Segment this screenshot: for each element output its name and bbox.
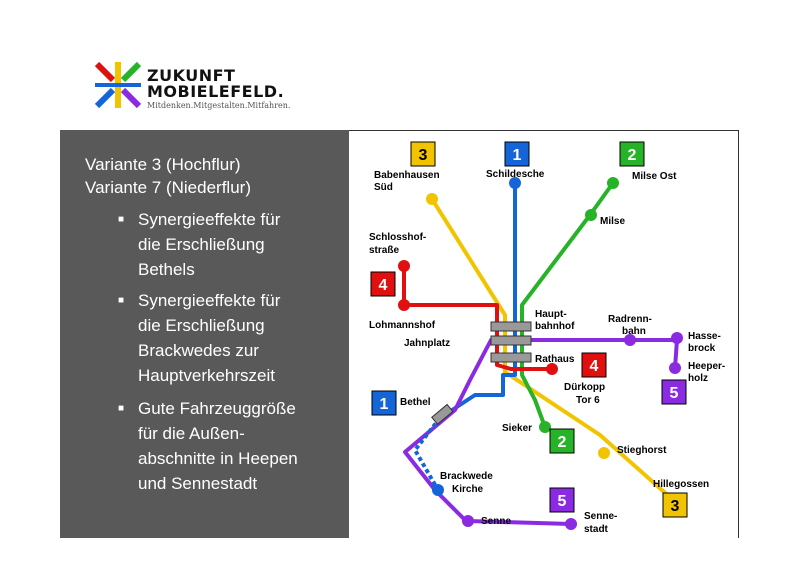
bullet-2-line-4: Hauptverkehrszeit [138,366,276,385]
station-dot-milse-ost [607,177,619,189]
label-heeperholz: Heeper- holz [688,361,728,384]
svg-text:4: 4 [590,358,599,375]
bullet-3-line-3: abschnitte in Heepen [138,449,298,468]
bullet-text-3: Gute Fahrzeuggröße für die Außen- abschn… [138,396,343,496]
bullet-1-line-3: Bethels [138,260,195,279]
svg-text:1: 1 [380,396,389,413]
label-hillegossen: Hillegossen [653,479,709,490]
svg-text:5: 5 [558,493,567,510]
logo-line1: ZUKUNFT [147,66,236,85]
label-bethel: Bethel [400,397,431,408]
label-lohmannshof: Lohmannshof [369,320,436,331]
line-badge-2-top: 2 [619,141,645,167]
label-sennestadt: Senne- stadt [584,511,620,535]
variant-title-1: Variante 3 (Hochflur) [85,155,241,174]
logo-mark-icon [93,60,143,110]
bullet-text-2: Synergieeffekte für die Erschließung Bra… [138,288,343,388]
station-dot-duerkopp [546,363,558,375]
logo-line2: MOBIELEFELD. [147,82,285,101]
bullet-2-line-2: die Erschließung [138,316,265,335]
label-babenhausen: Babenhausen Süd [374,170,442,193]
svg-text:3: 3 [419,147,428,164]
station-dot-stieghorst [598,447,610,459]
label-schildesche: Schildesche [486,169,545,180]
stop-bar-bethel [431,403,454,425]
bullet-icon: ■ [118,403,125,414]
line-3-route [430,197,674,501]
line-badge-1-top: 1 [504,141,530,167]
label-milse: Milse [600,216,625,227]
line-badge-5-right: 5 [661,379,687,405]
svg-text:4: 4 [379,277,388,294]
line-1-dashed-extension [412,416,442,491]
station-dot-schlosshof [398,260,410,272]
label-duerkopp: Dürkopp Tor 6 [564,382,608,406]
label-sieker: Sieker [502,423,532,434]
station-dot-heeperholz [669,362,681,374]
label-senne: Senne [481,516,511,527]
line-1-route [438,180,517,420]
station-dot-lohmannshof [398,299,410,311]
stop-bar-rathaus [490,352,532,363]
map-frame-right [738,130,739,538]
svg-text:2: 2 [558,434,567,451]
label-rathaus: Rathaus [535,354,575,365]
label-jahnplatz: Jahnplatz [404,338,450,349]
bullet-icon: ■ [118,214,125,225]
logo: ZUKUNFT MOBIELEFELD. Mitdenken.Mitgestal… [93,60,313,116]
line-badge-5-bottom: 5 [549,487,575,513]
bullet-text-1: Synergieeffekte für die Erschließung Bet… [138,207,343,282]
station-dot-hassebrock [671,332,683,344]
bullet-2-line-1: Synergieeffekte für [138,291,281,310]
bullet-3-line-1: Gute Fahrzeuggröße [138,399,296,418]
label-milse-ost: Milse Ost [632,171,677,182]
stop-bar-hauptbahnhof [490,321,532,332]
stop-bar-jahnplatz [490,335,532,346]
variant-title-2: Variante 7 (Niederflur) [85,178,251,197]
station-dot-milse [585,209,597,221]
label-hassebrock: Hasse- brock [688,331,724,354]
label-brackwede: Brackwede Kirche [440,471,496,495]
station-labels: Babenhausen Süd Schildesche Milse Ost Mi… [369,169,728,535]
label-hauptbahnhof: Haupt- bahnhof [535,309,575,332]
line-5-sennestadt-branch [467,519,572,526]
map-frame-top [349,130,739,131]
svg-text:5: 5 [670,385,679,402]
bullet-icon: ■ [118,295,125,306]
line-4-route [402,264,554,371]
svg-text:3: 3 [671,498,680,515]
logo-tagline: Mitdenken.Mitgestalten.Mitfahren. [147,101,291,110]
svg-text:1: 1 [513,147,522,164]
line-badge-4-left: 4 [370,271,396,297]
label-stieghorst: Stieghorst [617,445,667,456]
line-5-route [403,338,679,522]
station-dot-brackwede [432,484,444,496]
station-dot-sieker [539,421,551,433]
station-dot-schildesche [509,177,521,189]
bullet-1-line-1: Synergieeffekte für [138,210,281,229]
line-badge-1-left: 1 [371,390,397,416]
line-badge-3-bottom: 3 [662,492,688,518]
line-badge-3-top: 3 [410,141,436,167]
label-radrennbahn: Radrenn- bahn [608,314,655,337]
line-badge-2-bottom: 2 [549,428,575,454]
bullet-2-line-3: Brackwedes zur [138,341,259,360]
text-panel: Variante 3 (Hochflur) Variante 7 (Nieder… [60,130,349,538]
line-badges: 3 1 2 4 4 5 1 2 [370,141,688,518]
line-badge-4-right: 4 [581,352,607,378]
bullet-3-line-2: für die Außen- [138,424,245,443]
svg-text:2: 2 [628,147,637,164]
bullet-3-line-4: und Sennestadt [138,474,258,493]
label-schlosshof: Schlosshof- straße [369,232,429,256]
station-dot-radrennbahn [624,334,636,346]
bullet-1-line-2: die Erschließung [138,235,265,254]
station-dot-babenhausen [426,193,438,205]
